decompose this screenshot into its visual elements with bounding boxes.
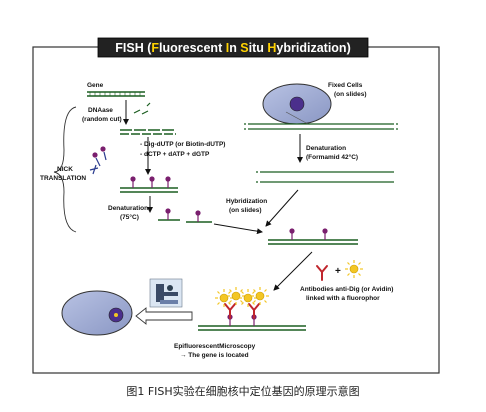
detected-complex [198,286,306,331]
denatured-chromosomal-dna [256,171,394,183]
title-f: F [151,41,159,55]
label-dntps: - dCTP + dATP + dGTP [140,151,210,158]
result-cell [61,290,133,336]
arrow-hyb-right [265,189,299,227]
title-h: H [267,41,276,55]
label-denaturation-right: Denaturation [306,145,346,152]
hybridized-dna [268,227,358,245]
title-s: S [240,41,248,55]
label-denaturation-temp: (75°C) [120,213,139,221]
label-nick: NICK [57,166,73,173]
arrow-to-result [135,307,193,325]
label-fixed-cells: Fixed Cells [328,82,363,89]
title-i: I [226,41,229,55]
label-epifluorescent: EpifluorescentMicroscopy [174,343,256,350]
label-hyb-on-slides: (on slides) [229,207,262,214]
label-plus: + [335,266,341,277]
title-prefix: FISH ( [115,41,152,55]
label-gene-located: → The gene is located [180,352,249,359]
fixed-cell-top [262,83,332,125]
microscope-icon [149,278,183,308]
label-hybridization: Hybridization [226,198,267,205]
single-strand-probes [158,207,212,223]
labeled-probe-double [120,175,178,193]
label-translation: TRANSLATION [40,175,86,182]
label-on-slides: (on slides) [334,91,367,98]
title-itu: itu [249,41,268,55]
gene-double-strand [87,91,145,97]
fluorophore-icon [344,259,364,279]
chromosomal-dna [244,111,398,130]
label-dig-dutp: - Dig-dUTP (or Biotin-dUTP) [140,141,225,148]
title-luorescent: luorescent [159,41,226,55]
title-ybridization: ybridization) [276,41,350,55]
label-random-cut: (random cut) [82,116,122,123]
label-gene: Gene [87,82,104,89]
label-fluorophor: linked with a fluorophor [306,295,380,302]
label-dnaase: DNAase [88,107,113,114]
title-banner: FISH (Fluorescent In Situ Hybridization) [97,37,369,58]
label-formamid: (Formamid 42°C) [306,153,358,161]
arrow-hyb-left [213,223,263,235]
nick-bracket [53,106,77,233]
title-n: n [229,41,240,55]
figure-caption: 图1 FISH实验在细胞核中定位基因的原理示意图 [126,385,360,398]
label-antibodies: Antibodies anti-Dig (or Avidin) [300,286,393,293]
label-denaturation-left: Denaturation [108,205,148,212]
nicked-gene-strand [120,129,176,135]
diagram-title: FISH (Fluorescent In Situ Hybridization) [115,41,350,55]
arrow-detect [273,251,313,291]
dig-nucleotides-icon [89,146,107,175]
dnaase-enzyme-icon [133,102,151,115]
